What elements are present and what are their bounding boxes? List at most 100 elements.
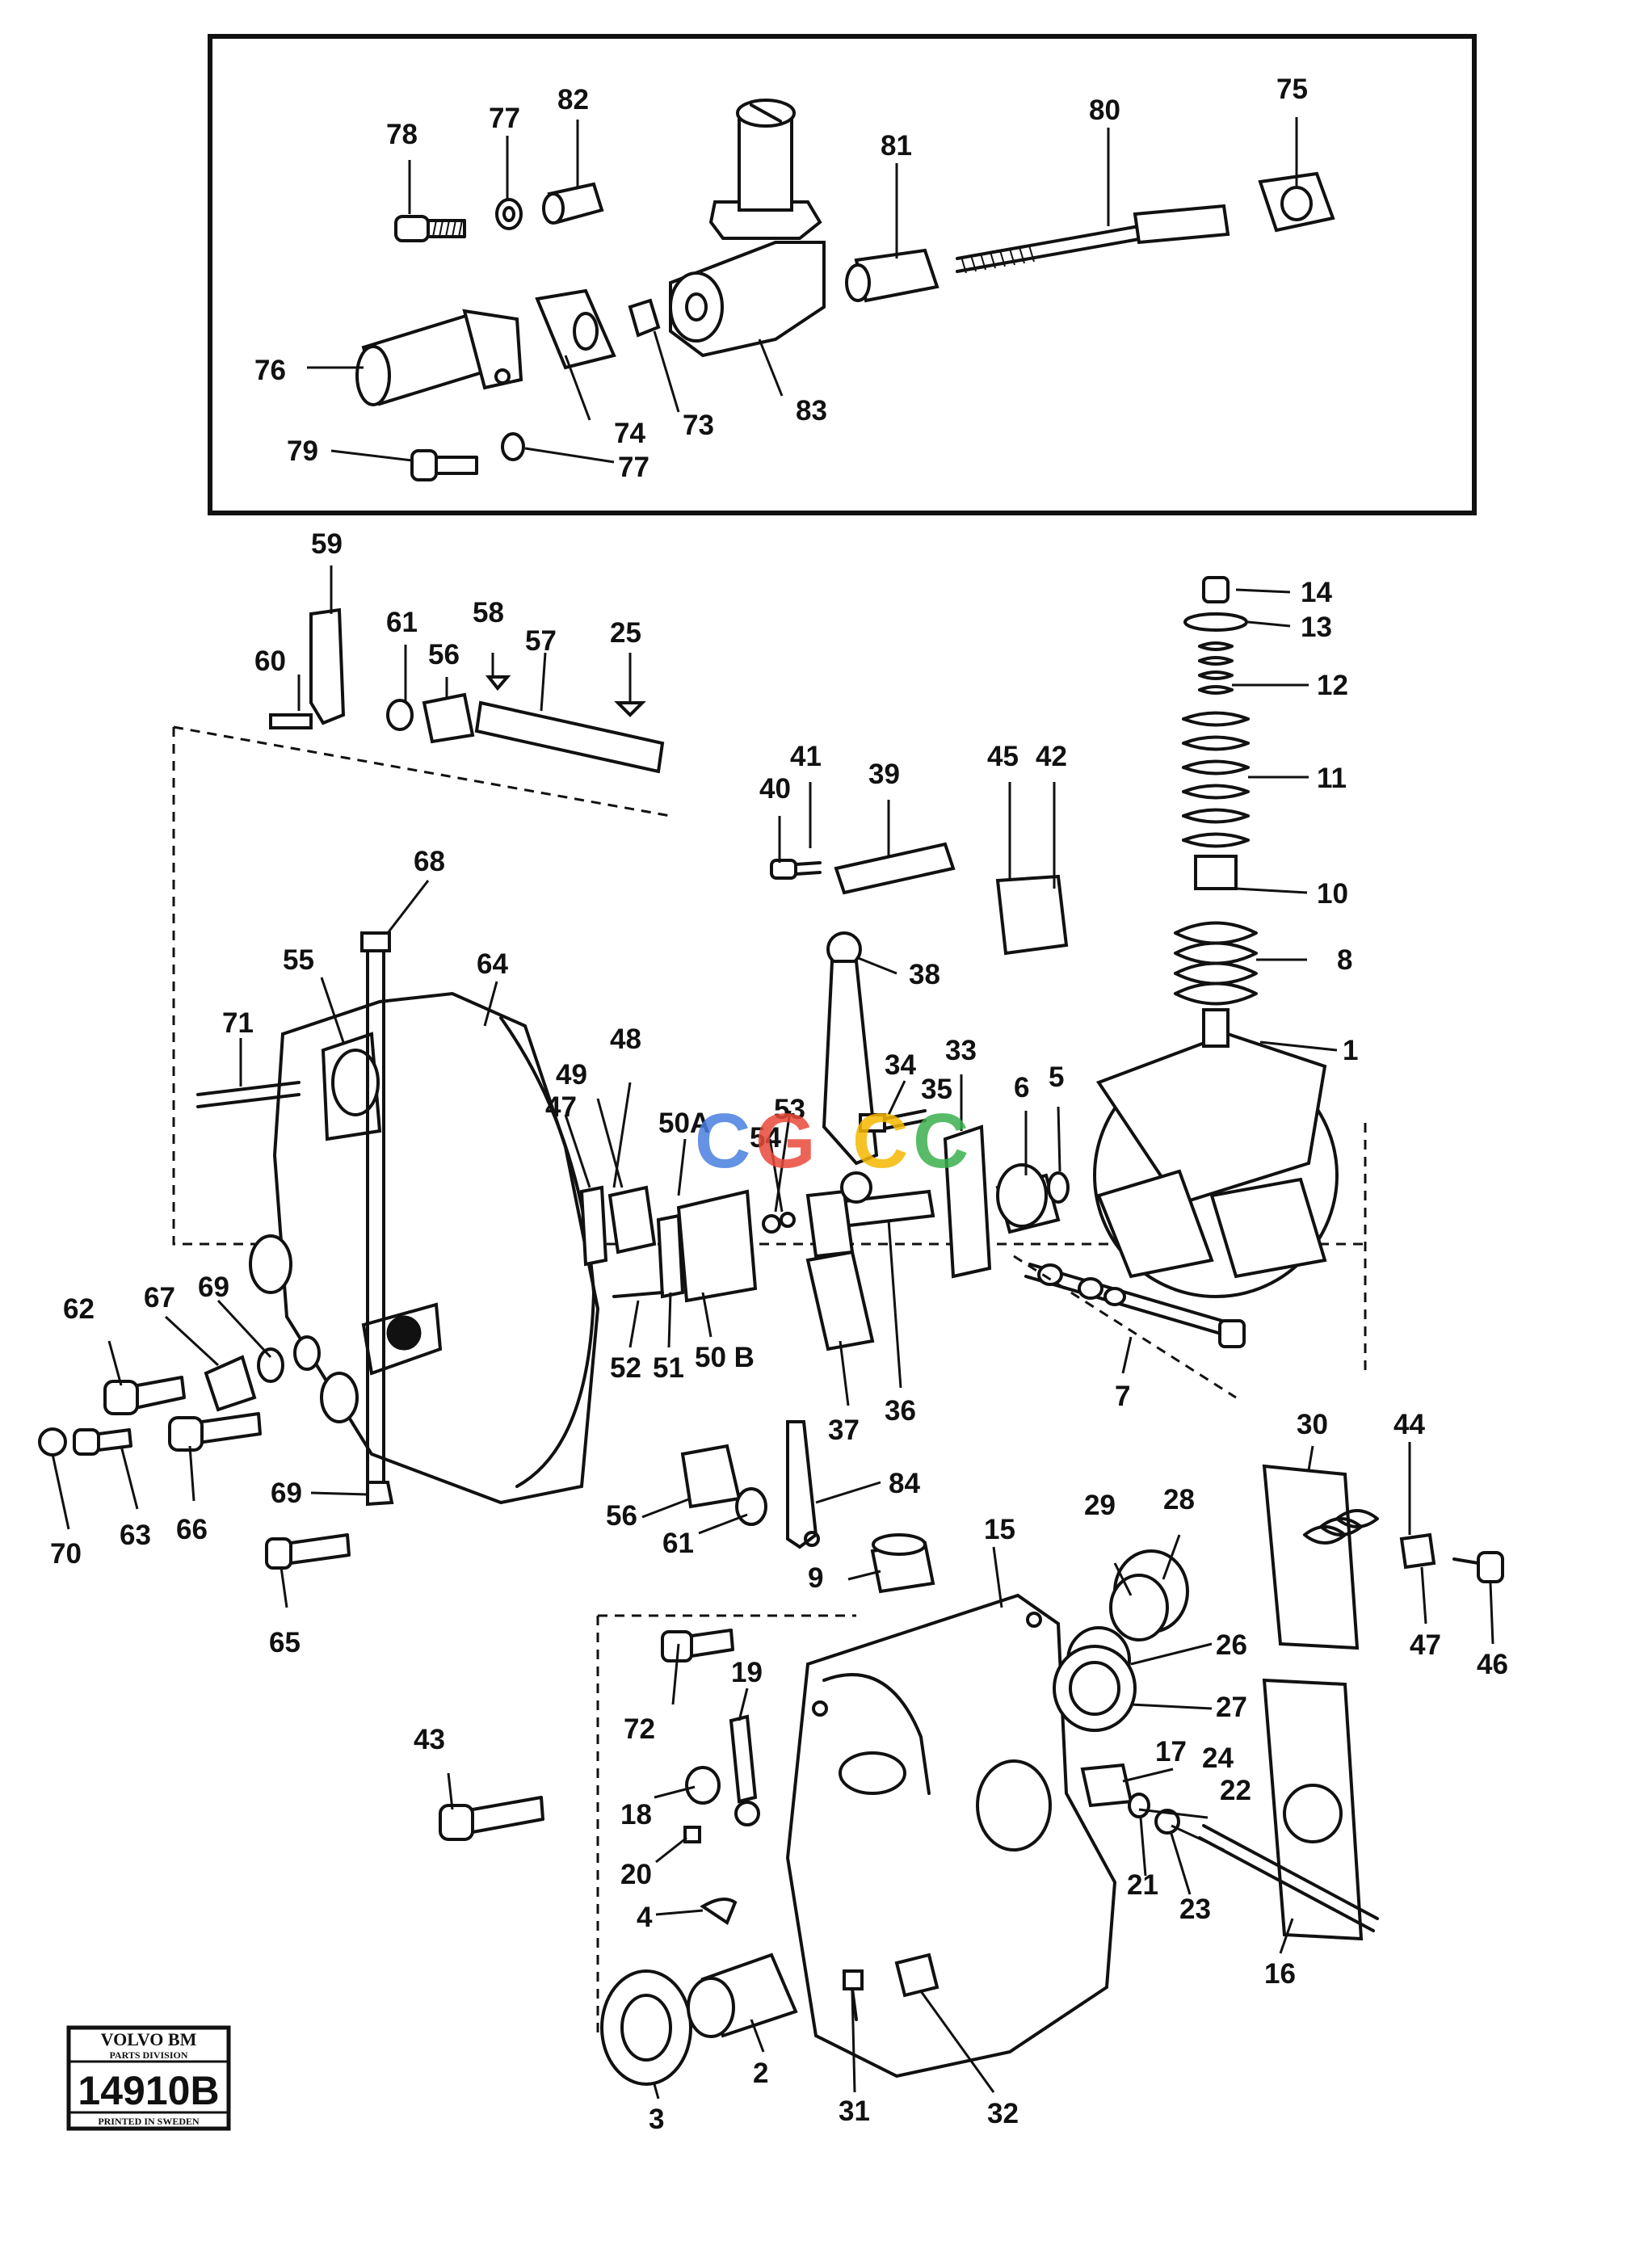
part-label-19: 19 <box>731 1657 763 1688</box>
part-label-10: 10 <box>1317 878 1348 910</box>
part-label-69: 68 <box>414 846 445 877</box>
part-label-12: 12 <box>1317 670 1348 701</box>
part-label-50B: 50A <box>658 1108 710 1139</box>
part-label-57b: 56 <box>606 1500 637 1532</box>
part-label-8: 8 <box>1337 944 1352 976</box>
part-label-80: 79 <box>287 435 318 467</box>
part-label-20: 20 <box>620 1859 652 1890</box>
bolt-assembly <box>1013 1255 1246 1399</box>
part-label-75: 74 <box>614 418 645 449</box>
leader-lines <box>51 117 1494 2100</box>
part-label-76: 75 <box>1276 74 1308 105</box>
flyweight-assembly <box>1093 576 1339 1298</box>
inset-parts <box>355 99 1335 481</box>
top-right-caps <box>870 1533 1189 1732</box>
part-label-1: 1 <box>1343 1035 1358 1066</box>
part-label-7: 7 <box>1115 1381 1130 1412</box>
part-label-72: 71 <box>222 1007 254 1039</box>
part-label-52: 51 <box>653 1352 684 1384</box>
part-label-6: 6 <box>1014 1072 1029 1103</box>
part-label-78: 77 <box>489 103 520 134</box>
part-label-78b: 77 <box>618 452 649 483</box>
logo-code: 14910B <box>78 2068 219 2113</box>
part-label-54: 53 <box>774 1094 805 1125</box>
part-label-63: 62 <box>63 1293 95 1325</box>
part-label-15: 15 <box>984 1514 1015 1545</box>
inset-frame <box>208 34 1477 515</box>
part-label-73: 72 <box>624 1713 655 1745</box>
bearing-seal <box>600 1952 939 2086</box>
part-label-37: 37 <box>828 1414 860 1446</box>
part-label-46: 46 <box>1477 1649 1508 1680</box>
part-label-70: 69 <box>198 1272 229 1303</box>
part-label-25: 25 <box>610 617 641 649</box>
part-label-38: 38 <box>909 959 940 990</box>
governor-shaft-parts <box>859 1109 1070 1279</box>
part-label-4: 4 <box>637 1902 653 1933</box>
part-label-60: 59 <box>311 528 343 560</box>
part-label-56: 55 <box>283 944 314 976</box>
part-label-83: 82 <box>557 84 589 116</box>
side-gasket <box>1262 1464 1504 1941</box>
part-label-33: 33 <box>945 1035 977 1066</box>
part-label-39: 39 <box>868 759 900 790</box>
part-label-26: 26 <box>1216 1629 1247 1661</box>
watermark-letter-1: C <box>695 1098 750 1184</box>
part-label-41: 41 <box>790 741 822 772</box>
part-label-22: 22 <box>1220 1775 1251 1806</box>
part-label-36: 36 <box>885 1395 916 1427</box>
part-label-82: 81 <box>881 130 912 162</box>
part-label-65: 64 <box>477 948 508 980</box>
part-label-44: 44 <box>1393 1409 1425 1440</box>
part-label-55: 54 <box>750 1122 781 1154</box>
part-label-35: 35 <box>921 1074 952 1105</box>
part-label-17: 17 <box>1155 1736 1187 1768</box>
part-label-27: 27 <box>1216 1692 1247 1723</box>
top-mid-linkage <box>770 842 1069 1204</box>
part-label-13: 13 <box>1301 612 1332 643</box>
part-label-43: 43 <box>414 1724 445 1755</box>
part-label-71: 70 <box>50 1538 82 1570</box>
part-label-57: 56 <box>428 639 460 670</box>
part-label-5: 5 <box>1049 1061 1064 1093</box>
part-label-11: 11 <box>1317 763 1347 794</box>
part-label-31: 31 <box>839 2095 870 2127</box>
part-label-49: 47 <box>545 1091 577 1123</box>
part-labels: 78 77 82 81 80 75 76 74 73 83 79 77 59 6… <box>50 74 1508 2135</box>
part-label-67: 66 <box>176 1514 208 1545</box>
shaft-group <box>269 607 665 774</box>
part-label-34: 34 <box>885 1049 916 1081</box>
part-label-48: 48 <box>610 1024 641 1055</box>
part-label-64: 63 <box>120 1520 151 1551</box>
part-label-40: 40 <box>759 773 791 805</box>
part-label-74: 73 <box>683 410 714 441</box>
part-label-42: 42 <box>1036 741 1067 772</box>
part-label-53: 52 <box>610 1352 641 1384</box>
part-label-51: 50 B <box>695 1342 755 1373</box>
part-label-9: 9 <box>808 1562 823 1594</box>
part-label-47: 47 <box>1410 1629 1441 1661</box>
long-screw <box>366 944 385 1496</box>
watermark-letter-3: C <box>852 1098 908 1184</box>
part-label-45: 45 <box>987 741 1019 772</box>
part-label-84: 83 <box>796 395 827 427</box>
part-label-24: 24 <box>1202 1742 1234 1774</box>
governor-cover <box>249 991 600 1505</box>
part-label-50A: 49 <box>556 1059 587 1091</box>
logo-footer: PRINTED IN SWEDEN <box>98 2116 200 2127</box>
part-label-62b: 61 <box>662 1528 694 1559</box>
part-label-16: 16 <box>1264 1958 1296 1990</box>
watermark: C G C C <box>695 1098 969 1184</box>
part-label-61: 60 <box>254 645 286 677</box>
linkage-parts <box>579 1185 796 1303</box>
part-label-14: 14 <box>1301 577 1332 608</box>
part-label-32: 32 <box>987 2098 1019 2129</box>
part-label-29: 29 <box>1084 1490 1116 1521</box>
control-shaft <box>1080 1763 1379 1932</box>
part-label-2: 2 <box>753 2058 768 2089</box>
part-label-66: 65 <box>269 1627 301 1658</box>
logo-brand: VOLVO BM <box>101 2029 197 2049</box>
pump-housing <box>785 1593 1117 2079</box>
part-label-62: 61 <box>386 607 418 638</box>
part-label-77: 76 <box>254 355 286 386</box>
